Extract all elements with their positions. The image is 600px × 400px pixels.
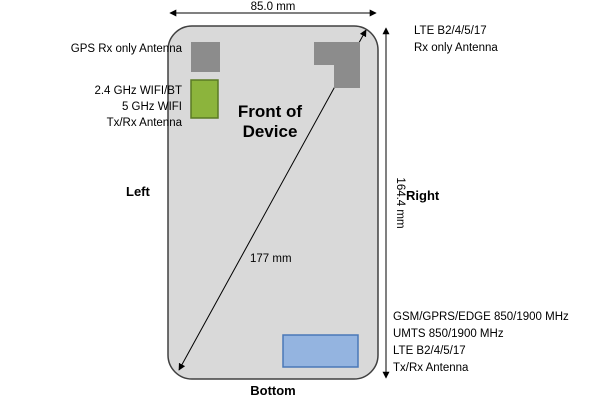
- wifi-antenna-block: [190, 79, 219, 119]
- main-antenna-block: [282, 334, 359, 368]
- height-dimension-label: 164.4 mm: [394, 177, 406, 228]
- right-side-label: Right: [406, 188, 440, 203]
- wifi-antenna-label-line1: 2.4 GHz WIFI/BT: [94, 85, 182, 97]
- gps-antenna-block: [191, 42, 220, 72]
- front-label-line2: Device: [243, 122, 298, 141]
- left-side-label: Left: [126, 184, 151, 199]
- main-antenna-label-line3: LTE B2/4/5/17: [393, 345, 466, 357]
- bottom-side-label: Bottom: [250, 383, 296, 398]
- wifi-antenna-label-line2: 5 GHz WIFI: [122, 101, 182, 113]
- wifi-antenna-label-line3: Tx/Rx Antenna: [107, 117, 183, 129]
- diagonal-dimension-label: 177 mm: [250, 253, 292, 265]
- width-dimension-label: 85.0 mm: [251, 1, 296, 13]
- main-antenna-label-line2: UMTS 850/1900 MHz: [393, 328, 504, 340]
- gps-antenna-label: GPS Rx only Antenna: [71, 43, 183, 55]
- main-antenna-label-line1: GSM/GPRS/EDGE 850/1900 MHz: [393, 311, 569, 323]
- lte-rx-antenna-label-line2: Rx only Antenna: [414, 42, 498, 54]
- front-label-line1: Front of: [238, 102, 303, 121]
- main-antenna-label-line4: Tx/Rx Antenna: [393, 362, 469, 374]
- lte-rx-antenna-block: [314, 42, 360, 88]
- lte-rx-antenna-label-line1: LTE B2/4/5/17: [414, 25, 487, 37]
